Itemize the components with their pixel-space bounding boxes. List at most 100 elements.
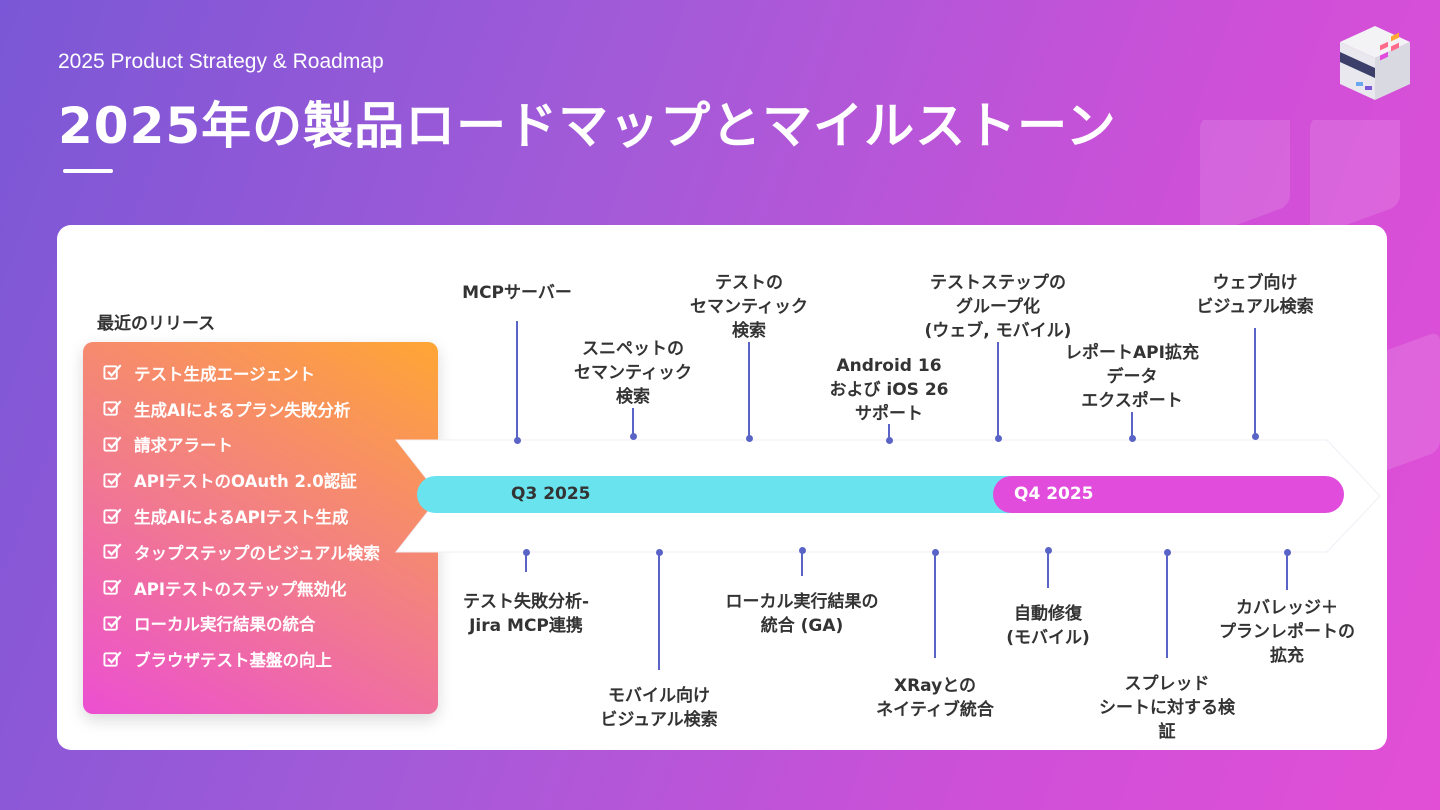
- milestone-dot: [513, 436, 521, 444]
- checkbox-checked-icon: [103, 472, 122, 488]
- milestone-connector: [997, 342, 999, 438]
- recent-release-label: 請求アラート: [134, 436, 233, 456]
- recent-release-item: ローカル実行結果の統合: [103, 606, 380, 642]
- milestone-label: スニペットのセマンティック検索: [574, 337, 692, 409]
- milestone-label: テストのセマンティック検索: [690, 271, 808, 343]
- milestone-connector: [632, 408, 634, 436]
- q3-label: Q3 2025: [511, 484, 591, 504]
- milestone-label-line: および iOS 26: [829, 380, 949, 400]
- recent-release-label: 生成AIによるAPIテスト生成: [134, 508, 349, 528]
- milestone-label-line: 統合 (GA): [760, 616, 844, 636]
- checkbox-checked-icon: [103, 436, 122, 452]
- milestone-connector: [525, 552, 527, 572]
- milestone-label-line: Jira MCP連携: [469, 616, 583, 636]
- milestone-dot: [798, 546, 806, 554]
- milestone-label-line: レポートAPI拡充: [1065, 343, 1199, 363]
- milestone-label-line: ネイティブ統合: [876, 700, 994, 720]
- checkbox-checked-icon: [103, 400, 122, 416]
- milestone-connector: [748, 342, 750, 438]
- milestone-connector: [801, 550, 803, 576]
- brand-logo-icon: [1340, 26, 1410, 100]
- milestone-dot: [522, 548, 530, 556]
- presentation-subtitle: 2025 Product Strategy & Roadmap: [58, 50, 384, 73]
- recent-release-item: APIテストのOAuth 2.0認証: [103, 462, 380, 498]
- milestone-connector: [1254, 328, 1256, 436]
- checkbox-checked-icon: [103, 579, 122, 595]
- checkbox-checked-icon: [103, 615, 122, 631]
- recent-release-label: タップステップのビジュアル検索: [134, 543, 380, 563]
- milestone-label-line: 自動修復: [1013, 604, 1082, 624]
- recent-release-item: 生成AIによるAPIテスト生成: [103, 498, 380, 534]
- milestone-label-line: 検索: [615, 387, 650, 407]
- milestone-connector: [1286, 552, 1288, 590]
- recent-release-label: APIテストのステップ無効化: [134, 579, 347, 599]
- recent-release-item: 生成AIによるプラン失敗分析: [103, 391, 380, 427]
- milestone-connector: [934, 552, 936, 658]
- milestone-connector: [1131, 412, 1133, 438]
- recent-release-label: ブラウザテスト基盤の向上: [134, 651, 332, 671]
- recent-release-item: テスト生成エージェント: [103, 355, 380, 391]
- milestone-label-line: テストの: [714, 273, 783, 293]
- milestone-label-line: (ウェブ, モバイル): [924, 321, 1072, 341]
- milestone-connector: [1047, 550, 1049, 588]
- milestone-label-line: テストステップの: [929, 273, 1066, 293]
- recent-releases-list: テスト生成エージェント生成AIによるプラン失敗分析請求アラート APIテストのOA…: [103, 355, 380, 677]
- milestone-dot: [994, 434, 1002, 442]
- milestone-label-line: ローカル実行結果の: [725, 592, 879, 612]
- checkbox-checked-icon: [103, 365, 122, 381]
- milestone-label-line: モバイル向け: [608, 686, 710, 706]
- milestone-label: テスト失敗分析- Jira MCP連携: [463, 590, 589, 638]
- checkbox-checked-icon: [103, 544, 122, 559]
- milestone-label-line: テスト失敗分析-: [462, 592, 590, 612]
- q3-timeline-bar: [417, 476, 1017, 513]
- milestone-connector: [516, 321, 518, 440]
- milestone-connector: [1166, 552, 1168, 658]
- recent-release-label: ローカル実行結果の統合: [134, 615, 316, 635]
- milestone-label-line: Android 16: [836, 356, 942, 376]
- milestone-label-line: ウェブ向け: [1212, 273, 1298, 293]
- milestone-label-line: 証: [1158, 722, 1176, 742]
- milestone-label: テストステップのグループ化 (ウェブ, モバイル): [925, 271, 1072, 343]
- recent-release-label: 生成AIによるプラン失敗分析: [134, 400, 351, 420]
- milestone-label-line: カバレッジ＋: [1236, 598, 1338, 618]
- recent-releases-label: 最近のリリース: [97, 314, 216, 334]
- milestone-label-line: セマンティック: [690, 297, 808, 317]
- milestone-label-line: シートに対する検: [1099, 698, 1235, 718]
- milestone-dot: [1163, 548, 1171, 556]
- recent-release-label: テスト生成エージェント: [134, 364, 316, 384]
- milestone-dot: [745, 434, 753, 442]
- milestone-dot: [1128, 434, 1136, 442]
- milestone-connector: [658, 552, 660, 670]
- milestone-label: MCPサーバー: [462, 281, 572, 305]
- milestone-label: 自動修復 (モバイル): [1006, 602, 1090, 650]
- milestone-label: スプレッドシートに対する検証: [1099, 672, 1235, 744]
- milestone-label-line: グループ化: [956, 297, 1040, 317]
- milestone-label-line: 検索: [731, 321, 766, 341]
- milestone-label: モバイル向けビジュアル検索: [600, 684, 717, 732]
- milestone-dot: [655, 548, 663, 556]
- milestone-label-line: (モバイル): [1006, 628, 1090, 648]
- milestone-dot: [629, 432, 637, 440]
- milestone-dot: [1044, 546, 1052, 554]
- milestone-label: レポートAPI拡充データエクスポート: [1065, 341, 1199, 413]
- milestone-label-line: ビジュアル検索: [600, 710, 718, 730]
- page-title: 2025年の製品ロードマップとマイルストーン: [58, 97, 1117, 155]
- title-underline: [63, 169, 113, 173]
- milestone-label-line: ビジュアル検索: [1196, 297, 1314, 317]
- milestone-dot: [931, 548, 939, 556]
- milestone-label: カバレッジ＋プランレポートの拡充: [1219, 596, 1355, 668]
- recent-releases-panel: [83, 342, 438, 714]
- milestone-label-line: 拡充: [1270, 646, 1304, 666]
- milestone-label-line: XRayとの: [893, 676, 977, 696]
- recent-release-item: タップステップのビジュアル検索: [103, 534, 380, 570]
- q4-timeline-bar: [993, 476, 1344, 513]
- milestone-label-line: エクスポート: [1081, 391, 1183, 411]
- recent-release-item: ブラウザテスト基盤の向上: [103, 641, 380, 677]
- recent-release-item: 請求アラート: [103, 427, 380, 463]
- milestone-label: XRayとのネイティブ統合: [876, 674, 994, 722]
- milestone-dot: [885, 436, 893, 444]
- milestone-label: ローカル実行結果の統合 (GA): [726, 590, 879, 638]
- milestone-label-line: データ: [1106, 367, 1158, 387]
- checkbox-checked-icon: [103, 508, 122, 524]
